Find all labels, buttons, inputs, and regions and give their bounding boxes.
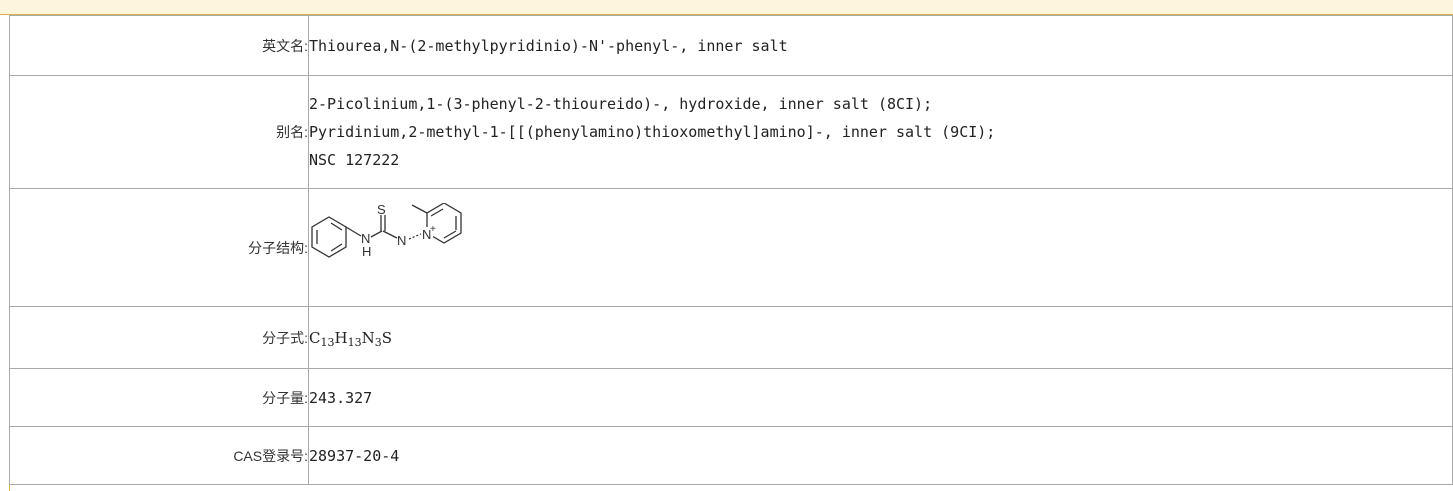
english-name-value: Thiourea,N-(2-methylpyridinio)-N'-phenyl… [308, 15, 1453, 76]
cas-label: CAS登录号: [9, 426, 309, 485]
hydrogen-atom: H [362, 244, 371, 259]
english-name-label: 英文名: [9, 15, 309, 76]
phenyl-double-bond [330, 242, 343, 252]
header-strip [0, 0, 1453, 15]
row-structure: 分子结构: [9, 188, 1453, 307]
row-formula: 分子式: C13H13N3S [9, 306, 1453, 369]
formula-element: C [309, 328, 321, 347]
sulfur-atom: S [377, 203, 386, 217]
alias-item: 2-Picolinium,1-(3-phenyl-2-thioureido)-,… [309, 95, 933, 113]
bond [370, 229, 383, 238]
structure-label: 分子结构: [9, 188, 309, 307]
ring-double-bond [430, 207, 444, 217]
weight-value: 243.327 [308, 368, 1453, 427]
ylide-bond [408, 232, 422, 240]
ring-double-bond [443, 229, 457, 239]
methyl-bond [411, 203, 428, 214]
formula-value: C13H13N3S [308, 306, 1453, 369]
row-cas: CAS登录号: 28937-20-4 [9, 426, 1453, 485]
formula-element: N [361, 328, 375, 347]
formula-count: 3 [374, 335, 382, 349]
nitrogen-atom: N [361, 231, 370, 246]
structure-value: S N H N N + [308, 188, 1453, 307]
phenyl-double-bond [330, 221, 343, 231]
molecule-structure-image: S N H N N + [311, 202, 462, 259]
aliases-label: 别名: [9, 75, 309, 189]
alias-item: NSC 127222 [309, 151, 400, 169]
formula-element: H [334, 328, 348, 347]
compound-info-table: 英文名: Thiourea,N-(2-methylpyridinio)-N'-p… [9, 15, 1453, 485]
row-weight: 分子量: 243.327 [9, 368, 1453, 427]
cas-value: 28937-20-4 [308, 426, 1453, 485]
formula-count: 13 [320, 335, 335, 349]
row-english-name: 英文名: Thiourea,N-(2-methylpyridinio)-N'-p… [9, 15, 1453, 76]
formula-label: 分子式: [9, 306, 309, 369]
aliases-value: 2-Picolinium,1-(3-phenyl-2-thioureido)-,… [308, 75, 1453, 189]
nitrogen-atom: N [397, 233, 406, 248]
weight-label: 分子量: [9, 368, 309, 427]
alias-item: Pyridinium,2-methyl-1-[[(phenylamino)thi… [309, 123, 996, 141]
bond [345, 225, 362, 237]
atom-mask [421, 226, 433, 241]
bond [382, 229, 398, 239]
positive-charge: + [430, 224, 436, 235]
formula-count: 13 [347, 335, 362, 349]
formula-element: S [381, 328, 392, 347]
row-aliases: 别名: 2-Picolinium,1-(3-phenyl-2-thioureid… [9, 75, 1453, 189]
nitrogen-atom: N [422, 227, 431, 242]
